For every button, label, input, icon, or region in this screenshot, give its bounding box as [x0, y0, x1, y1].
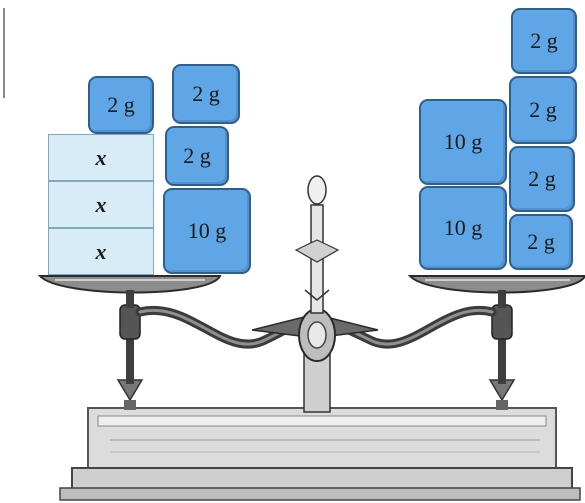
- left-pillar: [116, 304, 144, 410]
- weight-10g: 10 g: [419, 99, 507, 185]
- right-pillar: [488, 304, 516, 410]
- unknown-block-x: x: [48, 228, 154, 275]
- right-pan: [407, 275, 585, 308]
- left-pan: [37, 275, 222, 308]
- weight-2g: 2 g: [509, 146, 575, 212]
- weight-2g: 2 g: [88, 76, 154, 134]
- weight-2g: 2 g: [509, 76, 577, 144]
- weight-2g: 2 g: [165, 126, 229, 186]
- unknown-block-x: x: [48, 181, 154, 228]
- unknown-block-x: x: [48, 134, 154, 181]
- weight-2g: 2 g: [172, 64, 240, 124]
- scale-base: [59, 407, 581, 501]
- weight-2g: 2 g: [509, 214, 573, 270]
- central-post: [294, 175, 340, 413]
- weight-10g: 10 g: [163, 188, 251, 274]
- weight-2g: 2 g: [511, 8, 577, 74]
- weight-10g: 10 g: [419, 186, 507, 270]
- page-edge-line: [3, 8, 5, 98]
